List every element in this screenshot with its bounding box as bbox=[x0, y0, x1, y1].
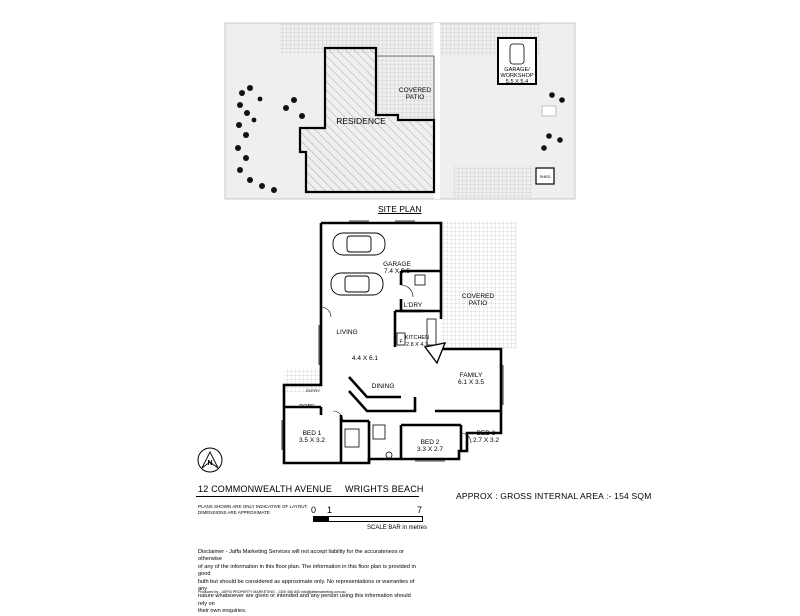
footer-divider bbox=[196, 496, 419, 497]
plans-note: PLANS SHOWN ARE ONLY INDICATIVE OF LAYOU… bbox=[198, 504, 308, 516]
site-garage-label-1: GARAGE/ bbox=[504, 67, 530, 73]
fridge-box bbox=[396, 332, 406, 346]
scale-1: 1 bbox=[327, 505, 333, 515]
site-plan-title: SITE PLAN bbox=[378, 204, 422, 214]
living-size: 4.4 X 6.1 bbox=[352, 355, 378, 362]
disclaimer-line-1: Disclaimer - Jaffa Marketing Services wi… bbox=[198, 549, 405, 563]
disclaimer-line-4: nature whatsoever are given or intended … bbox=[198, 593, 411, 607]
garage-label: GARAGE bbox=[383, 261, 411, 268]
kitchen-wall bbox=[393, 309, 441, 347]
covered-patio-area bbox=[441, 221, 517, 349]
kitchen-island bbox=[423, 342, 447, 365]
scale-bar bbox=[313, 516, 423, 522]
producer-credit: Produced by : JAFFA PROPERTY MARKETING -… bbox=[198, 590, 346, 594]
door-swings bbox=[320, 284, 472, 444]
bed3-label: BED 3 bbox=[477, 430, 496, 437]
site-garage-label-2: WORKSHOP bbox=[500, 73, 534, 79]
bed1-label: BED 1 bbox=[303, 430, 322, 437]
floor-plan: GARAGE 7.4 X 5.5 L'DRY COVERED PATIO LIV… bbox=[281, 220, 517, 465]
kitchen-bench bbox=[426, 318, 437, 346]
bedroom-walls bbox=[284, 405, 463, 463]
family-label: FAMILY bbox=[460, 372, 483, 379]
disclaimer-line-3: faith but should be considered as approx… bbox=[198, 578, 415, 593]
gross-area: APPROX : GROSS INTERNAL AREA :- 154 SQM bbox=[456, 491, 652, 501]
site-patio-label-2: PATIO bbox=[406, 94, 425, 101]
plans-note-line-1: PLANS SHOWN ARE ONLY INDICATIVE OF LAYOU… bbox=[198, 504, 308, 509]
kitchen-size: 2.8 X 4.3 bbox=[406, 342, 428, 348]
site-car-icon bbox=[509, 43, 525, 65]
compass-icon: N bbox=[197, 447, 223, 473]
suburb: WRIGHTS BEACH bbox=[345, 484, 424, 494]
living-label: LIVING bbox=[336, 329, 357, 336]
kitchen-label: KITCHEN bbox=[405, 335, 429, 341]
laundry-tub bbox=[414, 274, 426, 286]
disclaimer-line-5: their own enquiries. bbox=[198, 608, 247, 615]
site-shed-label: SHED bbox=[539, 174, 550, 179]
compass-label: N bbox=[207, 460, 212, 467]
shrubs-right-icon bbox=[541, 92, 565, 151]
disclaimer-line-2: of any of the information in this floor … bbox=[198, 563, 416, 578]
site-residence-label: RESIDENCE bbox=[336, 116, 386, 126]
dining-walls bbox=[348, 376, 417, 413]
scale-0: 0 bbox=[311, 505, 317, 515]
site-residence bbox=[298, 46, 436, 194]
address: 12 COMMONWEALTH AVENUE bbox=[198, 484, 333, 494]
bed1-size: 3.5 X 3.2 bbox=[299, 437, 325, 444]
dining-label: DINING bbox=[372, 383, 395, 390]
house-outline bbox=[282, 307, 503, 465]
site-shed bbox=[535, 167, 555, 185]
entry-label: ENTRY bbox=[306, 388, 320, 393]
bathroom-fixtures bbox=[344, 424, 393, 459]
shrubs-icon bbox=[235, 85, 305, 193]
scale-bar-label: SCALE BAR in metres bbox=[367, 525, 428, 531]
robe-label: ROBE bbox=[299, 404, 315, 410]
disclaimer: Disclaimer - Jaffa Marketing Services wi… bbox=[198, 549, 418, 616]
site-garage-workshop bbox=[497, 37, 537, 85]
bed3-size: 2.7 X 3.2 bbox=[473, 437, 499, 444]
bed2-label: BED 2 bbox=[421, 439, 440, 446]
patio-label-2: PATIO bbox=[469, 300, 488, 307]
scale-7: 7 bbox=[417, 505, 423, 515]
bed2-size: 3.3 X 2.7 bbox=[417, 446, 443, 453]
car-icon bbox=[330, 232, 386, 296]
paving-bottom-right bbox=[454, 165, 532, 197]
plans-note-line-2: DIMENSIONS ARE APPROXIMATE bbox=[198, 510, 270, 515]
site-garage-size: 5.5 X 5.4 bbox=[506, 79, 528, 85]
planter bbox=[541, 105, 557, 117]
patio-label-1: COVERED bbox=[462, 293, 494, 300]
site-plan: RESIDENCE COVERED PATIO GARAGE/ WORKSHOP… bbox=[224, 22, 576, 200]
entry-patio-area bbox=[284, 369, 320, 393]
garage-size: 7.4 X 5.5 bbox=[384, 268, 410, 275]
laundry-label: L'DRY bbox=[404, 302, 423, 309]
family-size: 6.1 X 3.5 bbox=[458, 379, 484, 386]
site-patio-label-1: COVERED bbox=[399, 87, 431, 94]
garage-walls bbox=[319, 221, 443, 319]
fridge-label: F bbox=[399, 339, 402, 345]
driveway bbox=[434, 23, 440, 199]
